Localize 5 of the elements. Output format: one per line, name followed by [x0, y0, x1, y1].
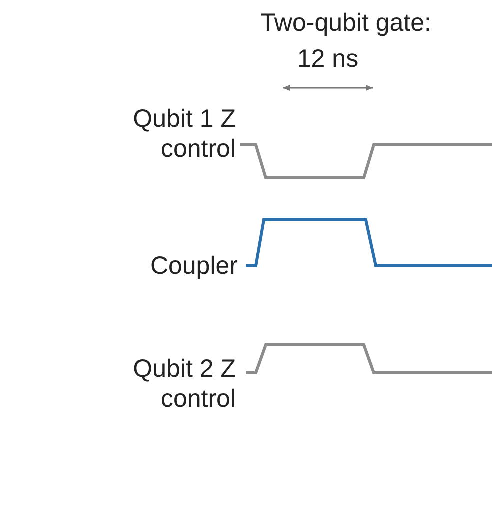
duration-label: 12 ns	[296, 44, 360, 74]
signal-name: Qubit 2 Z control	[132, 354, 236, 414]
diagram-title: Two-qubit gate:	[260, 8, 432, 38]
signal-name: Coupler	[149, 251, 238, 281]
signal-name: Qubit 1 Z control	[132, 104, 236, 164]
